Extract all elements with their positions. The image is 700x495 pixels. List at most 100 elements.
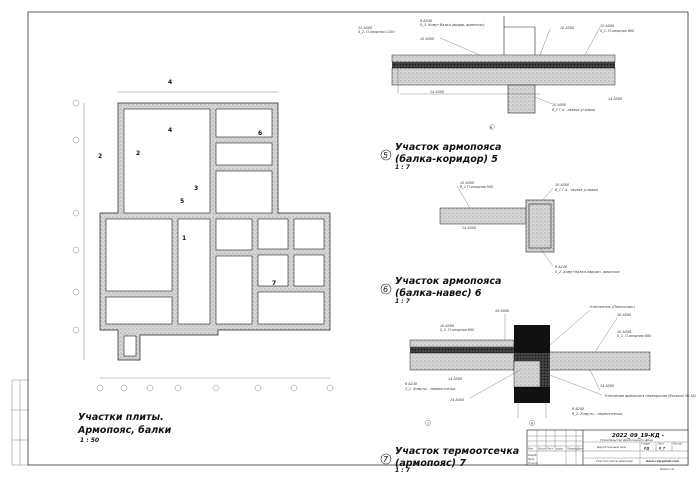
room xyxy=(215,108,273,138)
drawing-label: 5_3. Хомут балка-(видир. армопояс) xyxy=(420,23,485,27)
drawing-label: 14 A500 xyxy=(450,398,464,402)
drawing-label: 5 xyxy=(383,151,388,160)
drawing-label: 11 A500 xyxy=(358,26,372,30)
drawing-label: Лист xyxy=(546,448,553,451)
drawing-label: 6_1 П-опорная 500 xyxy=(460,185,493,189)
drawing-label: Изм. xyxy=(528,448,534,451)
drawing-label: Разраб. xyxy=(528,454,537,457)
room xyxy=(257,291,325,325)
drawing-label: 10 A500 xyxy=(560,26,574,30)
detail-5-section: Б 6 A240 5_3. Хомут балка-(видир. армопо… xyxy=(358,16,634,130)
room xyxy=(293,254,325,287)
drawing-label: 10 A500 xyxy=(617,330,631,334)
drawing-label: 10 A500 xyxy=(555,183,569,187)
room xyxy=(215,170,273,214)
section-mark: 5 xyxy=(180,198,184,205)
drawing-label: 6_1 Г-я - связка угловая xyxy=(555,188,598,192)
drawing-label: Двухэтажный дом xyxy=(596,445,627,449)
room xyxy=(177,218,211,325)
drawing-label: 2022_09_19-КД - xyxy=(612,433,664,439)
room xyxy=(257,218,289,250)
drawing-label: 5_2. П-опорная 1100 xyxy=(358,30,395,34)
drawing-label: Лист xyxy=(657,443,664,446)
drawing-label: 6 A240 xyxy=(572,407,584,411)
axis-bubble xyxy=(425,420,431,426)
drawing-label: Б xyxy=(490,126,493,130)
section-mark: 2 xyxy=(98,153,102,160)
drawing-label: 14 A500 xyxy=(430,90,444,94)
room xyxy=(105,218,173,292)
room xyxy=(215,218,253,251)
drawing-label: 5_1. П-опорная 600 xyxy=(617,334,651,338)
drawing-label: Листов xyxy=(672,443,682,446)
drawing-label: 10 A500 xyxy=(495,309,509,313)
drawing-label: 10 A500 xyxy=(600,24,614,28)
drawing-label: 1 : 7 xyxy=(395,467,411,474)
drawing-label: 10 A500 xyxy=(440,324,454,328)
detail-6-title: 6 Участок армопояса (балка-навес) 6 1 : … xyxy=(380,276,501,305)
drawing-label: 6_2. Хомуты - термоотсечка xyxy=(572,412,622,416)
section-mark: 4 xyxy=(168,127,172,134)
axis-label: 8 xyxy=(531,422,534,426)
drawing-label: (армопояс) 7 xyxy=(395,458,466,469)
drawing-label: 10 A500 xyxy=(617,313,631,317)
left-stamp-strip xyxy=(11,379,29,466)
drawing-label: Подпись xyxy=(567,448,578,451)
sheet-frame xyxy=(27,11,689,466)
room xyxy=(215,255,253,325)
room xyxy=(257,254,289,287)
insulation-block xyxy=(514,325,550,353)
drawing-label: 14 A500 xyxy=(462,226,476,230)
drawing-label: (балка-навес) 6 xyxy=(395,288,482,299)
plan-scale: 1 : 50 xyxy=(80,437,99,444)
room xyxy=(105,296,173,325)
detail-5-title: 5 Участок армопояса (балка-коридор) 5 1 … xyxy=(380,142,501,171)
drawing-label: 6 A240 xyxy=(555,265,567,269)
drawing-label: 5_1. П-опорная 600 xyxy=(440,328,474,332)
axis-bubbles xyxy=(72,99,334,392)
section-mark: 1 xyxy=(182,235,186,242)
insulation-block xyxy=(514,387,550,403)
drawing-label: (балка-коридор) 5 xyxy=(395,154,498,165)
section-mark: 7 xyxy=(272,280,276,287)
drawing-label: 14 A500 xyxy=(608,97,622,101)
drawing-label: 10 A500 xyxy=(420,37,434,41)
plan-title: Армопояс, балки xyxy=(77,425,172,436)
drawing-label: 14 A500 xyxy=(600,384,614,388)
drawing-label: 10 A500 xyxy=(552,103,566,107)
drawing-label: 1 : 7 xyxy=(395,298,411,305)
drawing-label: Участок армопояса xyxy=(395,276,501,287)
drawing-label: Утеплитель (Пенополиз.) xyxy=(590,305,635,309)
drawing-label: Sasa.ru@gmail.com xyxy=(646,459,679,463)
drawing-label: Н.контр. xyxy=(528,462,539,465)
drawing-label: 10 A500 xyxy=(460,181,474,185)
room xyxy=(293,218,325,250)
room xyxy=(215,142,273,166)
floor-plan: 4 4 2 2 3 5 6 7 1 xyxy=(72,79,334,392)
drawing-label: №док. xyxy=(555,448,564,451)
plan-title: Участки плиты. xyxy=(78,412,164,423)
drawing-label: 14 A500 xyxy=(448,377,462,381)
detail-7-section: 8 1 10 A500 Утеплитель (Пенополиз.) 10 A… xyxy=(405,305,696,426)
detail-6-section: 10 A500 6_1 П-опорная 500 14 A500 10 A50… xyxy=(439,181,620,274)
drawing-label: Участки плиты армопояс xyxy=(596,459,633,463)
drawing-label: Участок армопояса xyxy=(395,142,501,153)
drawing-label: 3_1. Хомуты - термоотсечка xyxy=(405,387,455,391)
title-block: Изм. Кол.уч Лист №док. Подпись Дата Разр… xyxy=(526,429,689,471)
drawing-label: 5_2. Хомут балка-наружн. армопояс xyxy=(555,270,620,274)
drawing-label: Стадия xyxy=(641,443,650,446)
section-mark: 4 xyxy=(168,79,172,86)
drawing-label: 6 A240 xyxy=(420,19,432,23)
room xyxy=(123,108,211,214)
drawing-label: 1 : 7 xyxy=(395,164,411,171)
drawing-label: 6 A240 xyxy=(405,382,417,386)
drawing-label: 6 xyxy=(383,285,388,294)
axis-label: 1 xyxy=(427,422,429,426)
detail-7-title: 7 Участок термоотсечка (армопояс) 7 1 : … xyxy=(380,446,519,474)
drawing-label: Кол.уч xyxy=(538,448,547,451)
drawing-label: Формат А4 xyxy=(660,467,675,471)
axis-bubble xyxy=(529,420,535,426)
drawing-label: Строительство Двухэтажного Дома xyxy=(600,438,653,442)
drawing-label: 5_1. П-опорная 600 xyxy=(600,29,634,33)
